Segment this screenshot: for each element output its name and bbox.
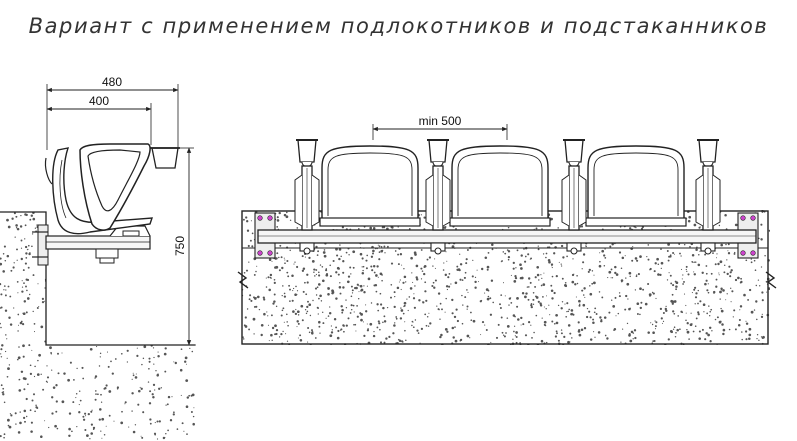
front-armrest-post [695,139,721,255]
front-armrest-post [425,139,451,255]
side-seat-shell [52,147,153,235]
front-beam [257,229,757,244]
front-seats [319,145,687,227]
front-view: min 500 [237,114,777,345]
front-seat [319,145,421,227]
side-beam [45,235,151,250]
front-armrest-post [294,139,320,255]
break-symbol-left [237,271,249,289]
side-cup-holder [151,147,179,169]
break-symbol-right [765,271,777,289]
dim-400: 400 [89,94,109,108]
dim-min-500: min 500 [419,114,462,128]
drawing-title: Вариант с применением подлокотников и по… [28,14,769,38]
front-armrest-post [561,139,587,255]
dim-480: 480 [102,75,122,89]
side-floor-outline [0,211,195,346]
front-armrests [294,139,721,255]
dim-750: 750 [173,236,187,256]
front-seat [449,145,551,227]
side-view: 480 400 750 [0,75,196,441]
front-seat [585,145,687,227]
